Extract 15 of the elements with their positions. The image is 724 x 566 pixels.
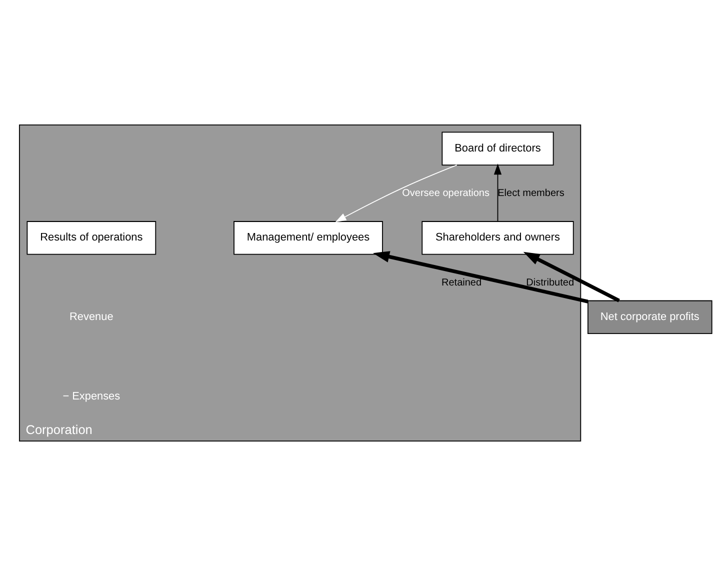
node-box: Board of directors (442, 132, 554, 166)
edge-label: Retained (441, 277, 482, 288)
node-box: Net corporate profits (587, 300, 712, 334)
arrow (494, 164, 502, 222)
label: − Expenses (62, 390, 120, 402)
node-box: Shareholders and owners (422, 221, 574, 255)
arrow (372, 251, 588, 304)
node-box: Management/ employees (234, 221, 383, 255)
arrow (335, 164, 458, 222)
node-box: Results of operations (26, 221, 156, 255)
edge-label: Oversee operations (402, 188, 490, 199)
label: Revenue (70, 310, 114, 323)
arrow (523, 252, 620, 302)
edge-label: Distributed (526, 278, 574, 289)
edge-label: Elect members (498, 188, 564, 199)
